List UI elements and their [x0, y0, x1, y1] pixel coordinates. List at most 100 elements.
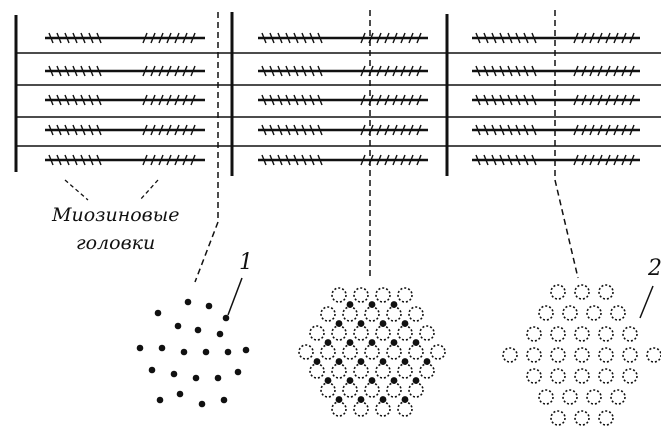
- myosin-head: [392, 94, 398, 106]
- thin-filament-ring: [622, 347, 638, 363]
- myosin-head: [384, 32, 390, 44]
- myosin-head: [581, 94, 587, 106]
- myosin-head: [166, 32, 172, 44]
- thin-filament-ring: [646, 347, 661, 363]
- myosin-head: [317, 65, 323, 77]
- myosin-head: [483, 154, 489, 166]
- myosin-head: [483, 32, 489, 44]
- thin-filament-ring: [550, 326, 566, 342]
- thin-filament-ring: [375, 287, 391, 303]
- myosin-head: [150, 94, 156, 106]
- myosin-head: [80, 154, 86, 166]
- myosin-head: [573, 94, 579, 106]
- myosin-head: [317, 154, 323, 166]
- myosin-head: [158, 124, 164, 136]
- thin-filament-ring: [586, 305, 602, 321]
- thin-filament-ring: [353, 363, 369, 379]
- myosin-head: [392, 32, 398, 44]
- thin-filament-ring: [610, 305, 626, 321]
- myosin-head: [285, 65, 291, 77]
- myosin-head: [621, 32, 627, 44]
- myosin-head: [158, 94, 164, 106]
- thick-filament-dot: [214, 374, 222, 382]
- myosin-head: [376, 32, 382, 44]
- myosin-head: [96, 154, 102, 166]
- thick-filament-dot: [222, 314, 230, 322]
- myosin-head: [475, 65, 481, 77]
- myosin-head: [190, 94, 196, 106]
- thick-filament-dot: [368, 377, 376, 384]
- thin-filament-ring: [320, 344, 336, 360]
- thin-filament-ring: [386, 344, 402, 360]
- thin-filament-ring: [574, 284, 590, 300]
- myosin-head: [88, 65, 94, 77]
- myosin-head: [605, 32, 611, 44]
- thick-filament-dot: [154, 309, 162, 317]
- myosin-head: [80, 124, 86, 136]
- thin-filament-ring: [397, 401, 413, 417]
- myosin-head: [573, 154, 579, 166]
- label-leader: [64, 179, 89, 201]
- myosin-head: [174, 32, 180, 44]
- myosin-head: [269, 124, 275, 136]
- thin-filament-ring: [598, 368, 614, 384]
- myosin-head: [507, 32, 513, 44]
- thick-filament-dot: [412, 339, 420, 346]
- myosin-head: [573, 124, 579, 136]
- myosin-head: [400, 65, 406, 77]
- myosin-head: [531, 94, 537, 106]
- thick-filament-dot: [401, 358, 409, 365]
- thick-filament-dot: [401, 396, 409, 403]
- thin-filament-ring: [610, 389, 626, 405]
- thick-filament-dot: [357, 358, 365, 365]
- thin-filament-ring: [375, 363, 391, 379]
- myosin-head: [507, 94, 513, 106]
- thin-filament-ring: [526, 347, 542, 363]
- myosin-head: [605, 124, 611, 136]
- thick-filament-dot: [379, 320, 387, 327]
- myosin-head: [261, 124, 267, 136]
- myosin-head: [96, 124, 102, 136]
- thin-filament-ring: [386, 306, 402, 322]
- myosin-head: [573, 32, 579, 44]
- myosin-head: [376, 94, 382, 106]
- myosin-head: [483, 124, 489, 136]
- myosin-head: [613, 32, 619, 44]
- thin-filament-ring: [586, 389, 602, 405]
- myosin-head: [483, 94, 489, 106]
- myosin-head: [515, 32, 521, 44]
- myosin-head: [150, 154, 156, 166]
- myosin-head: [48, 32, 54, 44]
- myosin-head: [88, 32, 94, 44]
- myosin-head: [400, 94, 406, 106]
- thin-filament-ring: [397, 363, 413, 379]
- myosin-head: [56, 124, 62, 136]
- myosin-head: [88, 124, 94, 136]
- thick-filament-dot: [156, 396, 164, 404]
- thick-filament-dot: [194, 326, 202, 334]
- myosin-head: [515, 65, 521, 77]
- myosin-head: [376, 154, 382, 166]
- thin-filament-ring: [342, 382, 358, 398]
- myosin-head: [285, 94, 291, 106]
- myosin-head: [317, 124, 323, 136]
- myosin-head: [48, 65, 54, 77]
- marker-2: 2: [648, 256, 661, 281]
- myosin-head: [174, 124, 180, 136]
- myosin-head: [309, 65, 315, 77]
- thin-filament-ring: [386, 382, 402, 398]
- myosin-head: [190, 65, 196, 77]
- thin-filament-ring: [408, 306, 424, 322]
- myosin-head: [408, 65, 414, 77]
- myosin-head: [301, 94, 307, 106]
- myosin-head: [629, 94, 635, 106]
- thick-filament-dot: [390, 301, 398, 308]
- myosin-head: [605, 94, 611, 106]
- thin-filament-ring: [342, 344, 358, 360]
- myosin-head: [48, 124, 54, 136]
- myosin-head: [142, 124, 148, 136]
- thin-filament-ring: [320, 306, 336, 322]
- myosin-head: [384, 94, 390, 106]
